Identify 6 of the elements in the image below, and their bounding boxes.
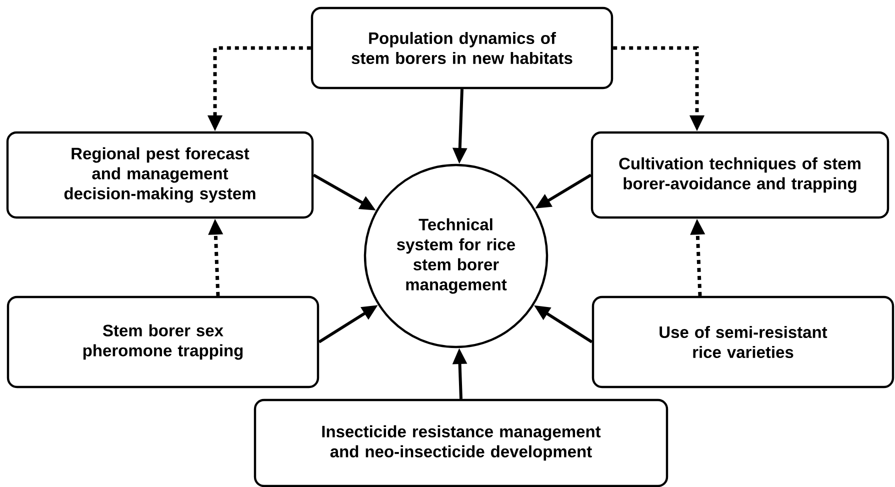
rounded-box: Stem borer sex pheromone trapping (6, 296, 320, 388)
rounded-box: Cultivation techniques of stem borer-avoidance and trapping (590, 131, 890, 219)
rounded-box: Regional pest forecast and management decision-making system (6, 131, 314, 219)
rounded-box: Insecticide resistance management and neo-insecticide development (254, 398, 668, 487)
rounded-box: Population dynamics of stem borers in new habitats (310, 6, 614, 90)
rounded-box: Use of semi-resistant rice varieties (592, 296, 894, 388)
